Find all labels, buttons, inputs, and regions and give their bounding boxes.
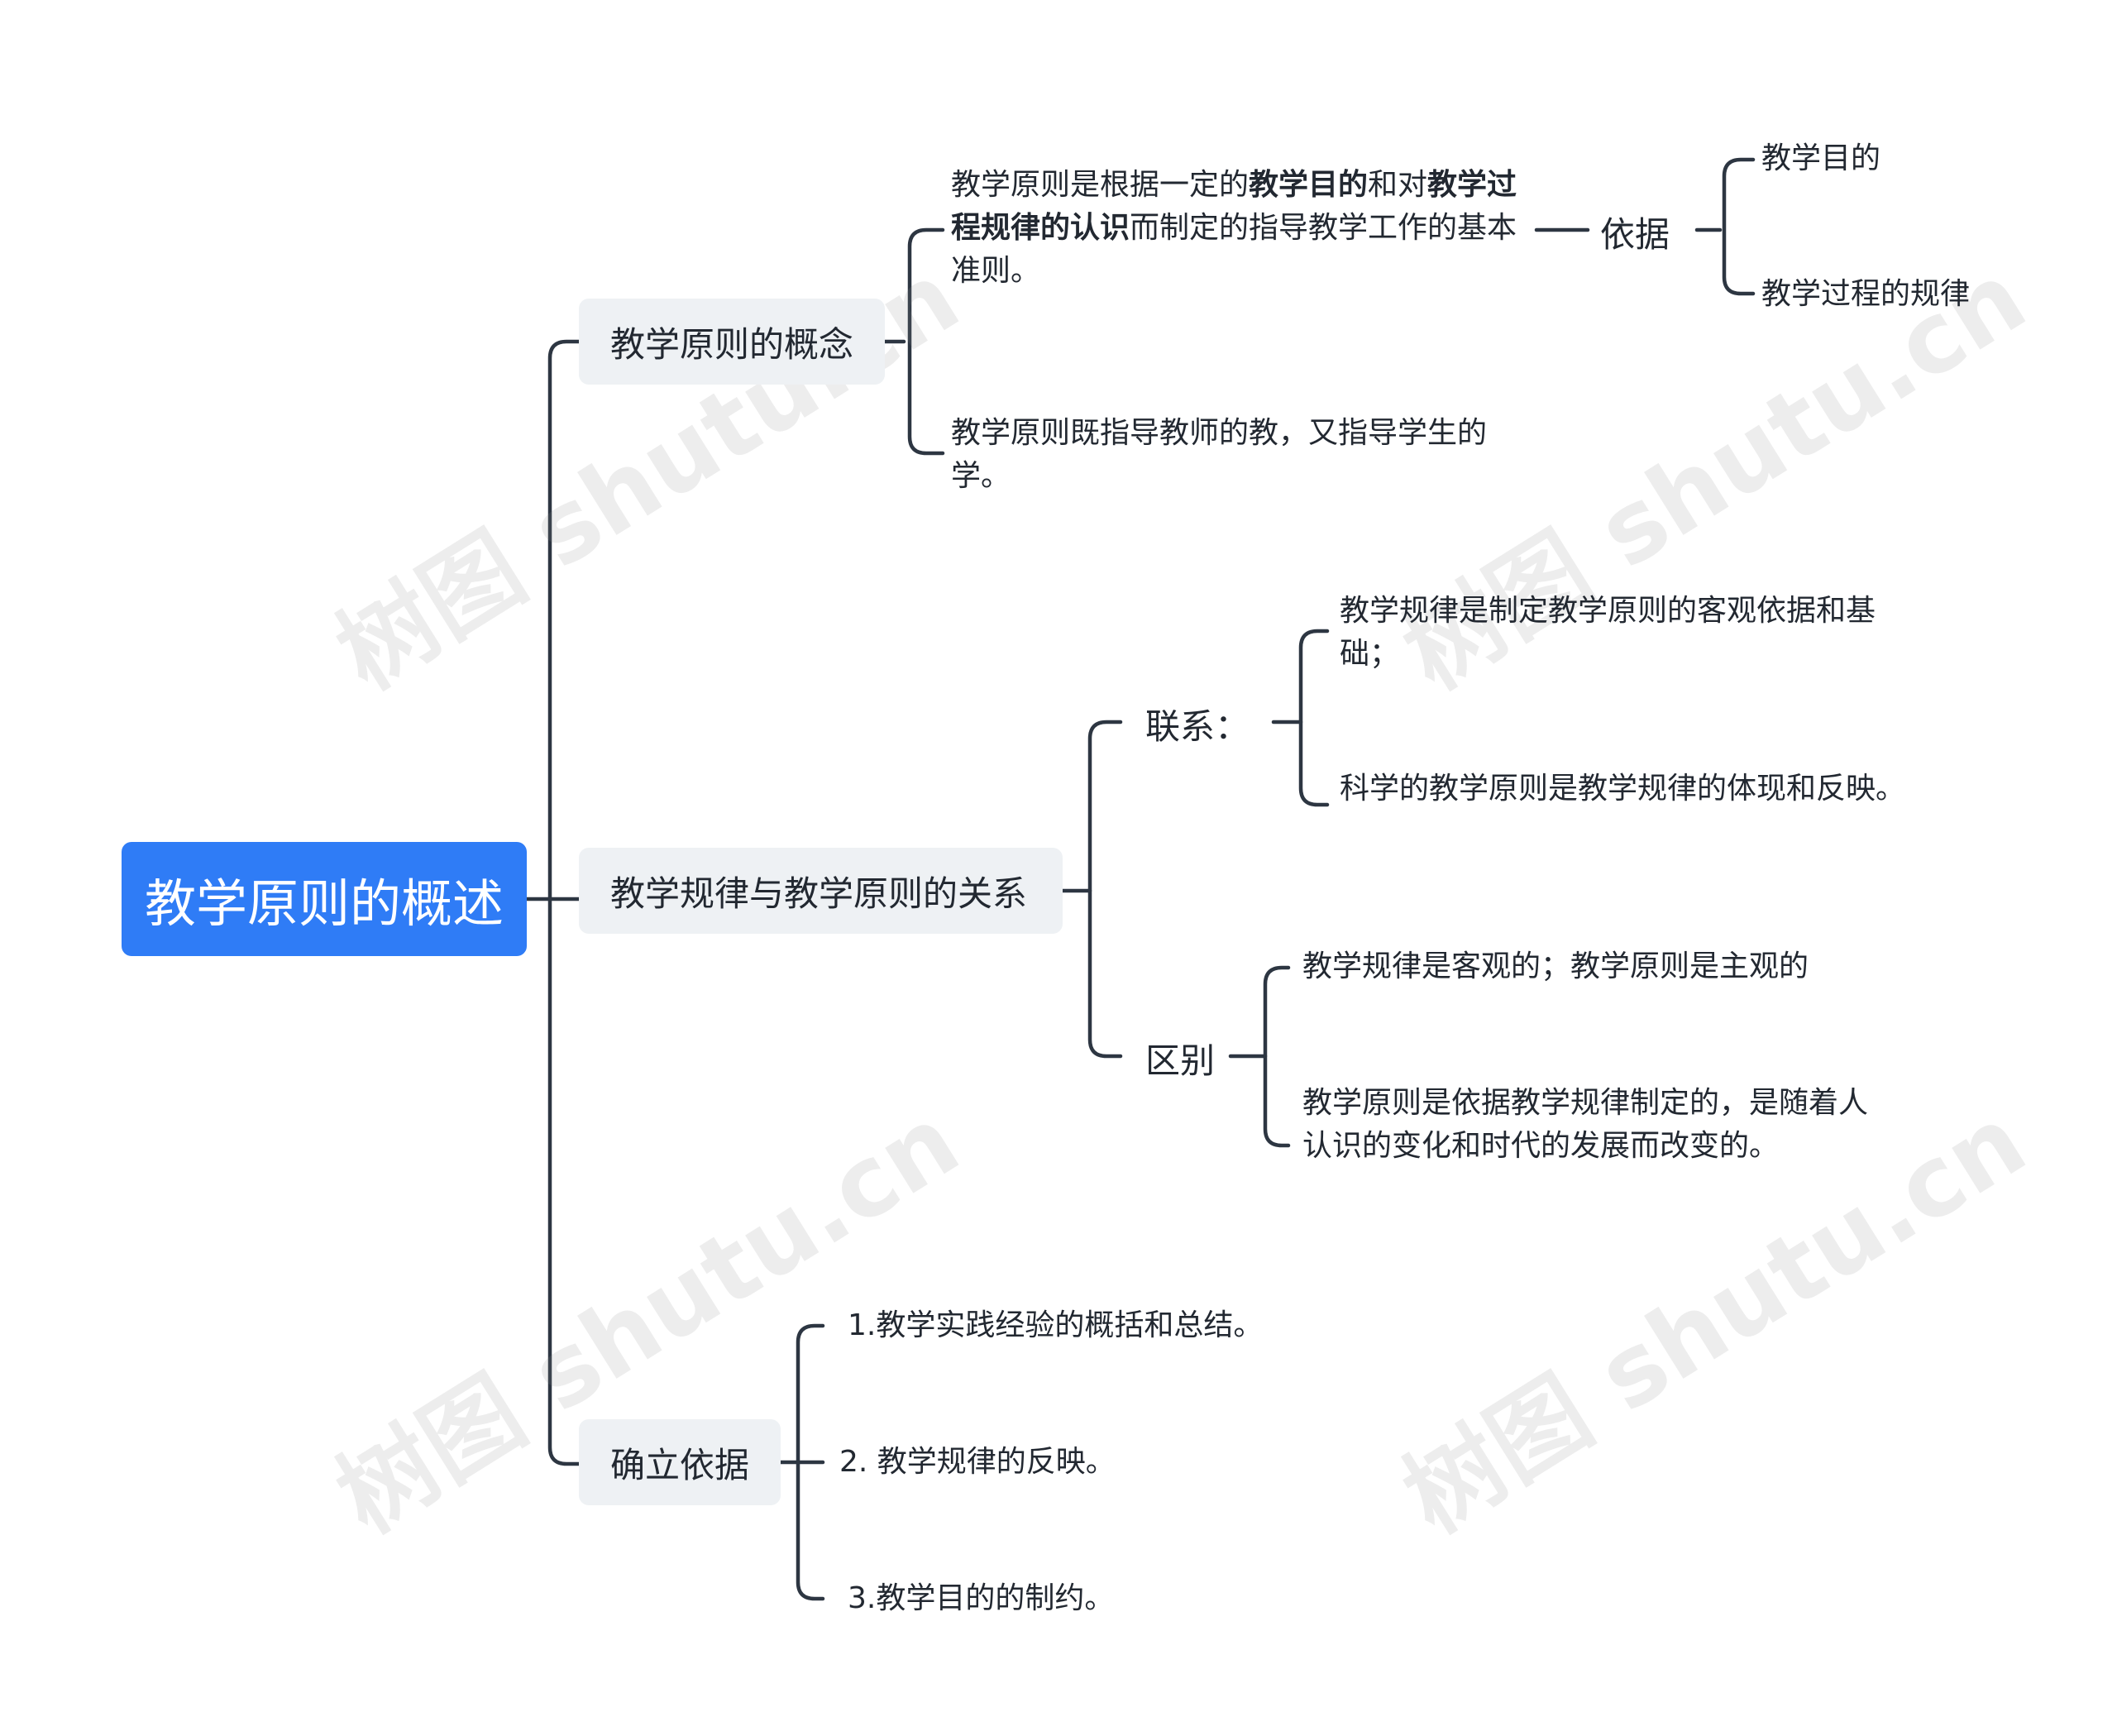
link-item[interactable]: 教学规律是制定教学原则的客观依据和基础；: [1340, 594, 1876, 671]
basis-item[interactable]: 教学过程的规律: [1761, 277, 1971, 311]
difference-item[interactable]: 教学原则是依据教学规律制定的，是随着人认识的变化和时代的发展而改变的。: [1302, 1086, 1869, 1163]
concept-definition[interactable]: 教学原则是根据一定的教学目的和对教学过程规律的认识而制定的指导教学工作的基本准则…: [951, 164, 1530, 293]
connector-link-bracket: [1298, 629, 1330, 807]
concept-note[interactable]: 教学原则既指导教师的教，又指导学生的学。: [951, 416, 1488, 493]
connector-basis-bracket: [1722, 157, 1756, 296]
basis-branch-item[interactable]: 1.教学实践经验的概括和总结。: [848, 1308, 1264, 1342]
definition-text-2: 和对: [1368, 168, 1428, 202]
basis-branch-item[interactable]: 2. 教学规律的反映。: [839, 1445, 1116, 1479]
branch-relation[interactable]: 教学规律与教学原则的关系: [579, 848, 1063, 934]
difference-item[interactable]: 教学规律是客观的；教学原则是主观的: [1302, 949, 1809, 983]
root-node[interactable]: 教学原则的概述: [122, 842, 527, 956]
link-label[interactable]: 联系：: [1145, 706, 1250, 747]
basis-label[interactable]: 依据: [1600, 214, 1670, 255]
definition-keyword-goal: 教学目的: [1249, 168, 1369, 202]
connector-concept-bracket: [907, 227, 945, 456]
definition-text-3: 而制定的指导教学工作的基本准则。: [951, 211, 1517, 288]
connector-relation-bracket: [1087, 720, 1123, 1059]
definition-keyword-law: 教学过程规律的认识: [951, 168, 1517, 245]
link-item[interactable]: 科学的教学原则是教学规律的体现和反映。: [1340, 772, 1906, 806]
basis-branch-item[interactable]: 3.教学目的的制约。: [848, 1581, 1115, 1615]
branch-basis[interactable]: 确立依据: [579, 1419, 781, 1505]
definition-text-1: 教学原则是根据一定的: [951, 168, 1250, 202]
connector-root-trunk: [547, 339, 581, 1466]
difference-label[interactable]: 区别: [1145, 1040, 1216, 1081]
basis-item[interactable]: 教学目的: [1761, 141, 1881, 175]
connector-difference-bracket: [1263, 965, 1291, 1148]
branch-concept[interactable]: 教学原则的概念: [579, 299, 886, 385]
